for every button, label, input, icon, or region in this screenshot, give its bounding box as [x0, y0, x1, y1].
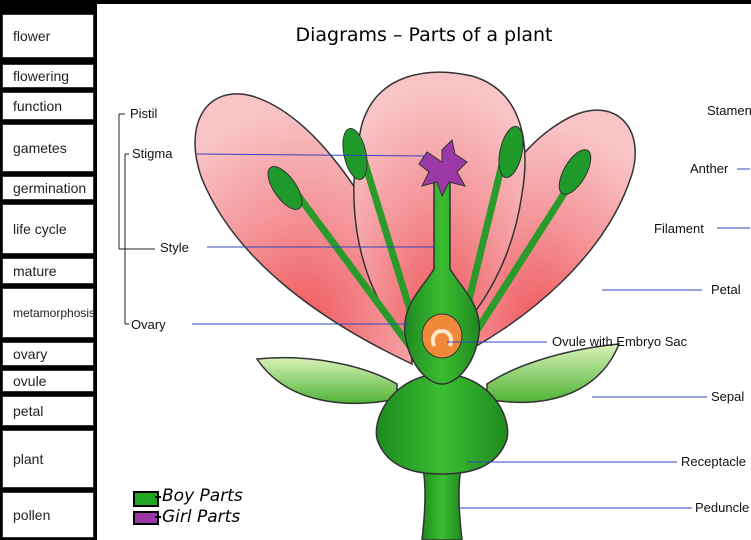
diagram-panel: Diagrams – Parts of a plant [97, 4, 751, 540]
vocab-item[interactable]: petal [2, 396, 94, 426]
vocab-item[interactable]: function [2, 92, 94, 120]
vocab-item[interactable]: mature [2, 258, 94, 284]
vocab-item[interactable]: flowering [2, 64, 94, 88]
label-pistil: Pistil [130, 106, 157, 121]
sepal-right [487, 344, 619, 402]
vocab-item[interactable]: flower [2, 14, 94, 58]
label-style: Style [160, 240, 189, 255]
legend-dash [155, 496, 161, 498]
legend-label-boy: Boy Parts [162, 486, 243, 506]
legend-label-girl: Girl Parts [162, 507, 240, 527]
label-filament: Filament [654, 221, 704, 236]
peduncle [422, 464, 462, 540]
label-stigma: Stigma [132, 146, 172, 161]
vocab-item[interactable]: gametes [2, 124, 94, 172]
vocab-item[interactable]: plant [2, 430, 94, 488]
label-peduncle: Peduncle [695, 500, 749, 515]
label-petal: Petal [711, 282, 741, 297]
ovule [422, 314, 462, 358]
vocab-item[interactable]: ovary [2, 342, 94, 366]
vocab-item[interactable]: germination [2, 176, 94, 200]
vocab-item[interactable]: ovule [2, 370, 94, 392]
legend-swatch-boy [133, 491, 159, 507]
label-receptacle: Receptacle [681, 454, 746, 469]
vocab-item[interactable]: life cycle [2, 204, 94, 254]
label-stamen: Stamen [707, 103, 751, 118]
flower-diagram [97, 4, 751, 540]
legend-dash [155, 516, 161, 518]
label-ovule: Ovule with Embryo Sac [552, 334, 687, 349]
vocab-item[interactable]: metamorphosis [2, 288, 94, 338]
vocabulary-sidebar: flower flowering function gametes germin… [0, 0, 96, 540]
legend-swatch-girl [133, 511, 159, 525]
label-anther: Anther [690, 161, 728, 176]
label-ovary: Ovary [131, 317, 166, 332]
vocab-item[interactable]: pollen [2, 492, 94, 538]
sepal-left [257, 358, 397, 404]
label-sepal: Sepal [711, 389, 744, 404]
